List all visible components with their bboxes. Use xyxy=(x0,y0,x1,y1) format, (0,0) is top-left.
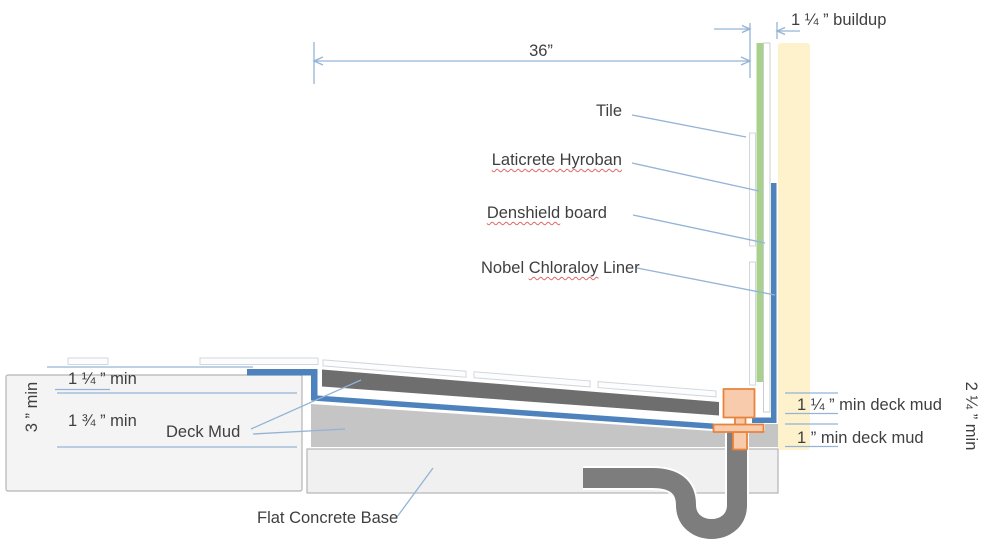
dim-36-label: 36” xyxy=(529,42,553,60)
leader-concrete-base xyxy=(396,467,434,518)
dim-left-top-layer: 1 ¼ ” min xyxy=(68,370,137,388)
floor-tile xyxy=(473,371,591,388)
leader-membrane xyxy=(631,162,760,192)
deck-mud-top-layer xyxy=(322,369,719,416)
floor-tile xyxy=(199,357,319,365)
label-laticrete-hydroban: Laticrete Hyroban xyxy=(480,151,622,169)
label-board-word: board xyxy=(560,204,607,222)
label-liner-word: Liner xyxy=(598,259,640,277)
label-flat-concrete-base: Flat Concrete Base xyxy=(257,509,399,527)
wall-buildup-column xyxy=(778,43,810,450)
concrete-base xyxy=(306,448,779,494)
denshield-board-strip xyxy=(763,42,771,413)
drain-flange xyxy=(712,423,765,433)
dim-36-arrow-left xyxy=(312,56,324,66)
label-tile: Tile xyxy=(596,102,622,120)
dim-buildup-arrow-left xyxy=(741,24,752,34)
leader-board xyxy=(632,214,766,244)
dim-left-bottom-layer: 1 ¾ ” min xyxy=(68,412,137,430)
floor-tile xyxy=(322,359,467,378)
dim-buildup-label: 1 ¼ ” buildup xyxy=(791,11,887,29)
floor-tile xyxy=(597,381,717,398)
floor-tile xyxy=(67,357,109,365)
leader-tile xyxy=(631,114,747,138)
dim-buildup-arrow-right xyxy=(775,26,786,36)
leader-deck-mud-upper xyxy=(250,379,362,430)
dim-right-top-layer: 1 ¼ ” min deck mud xyxy=(797,396,942,414)
leader-deck-mud-lower xyxy=(252,428,346,435)
dim-left-total: 3 ” min xyxy=(23,381,41,433)
chloraloy-liner-wall xyxy=(771,183,777,418)
dimension-lines xyxy=(47,22,838,518)
chloraloy-liner-foot xyxy=(752,417,777,423)
label-chloraloy-liner: Nobel Chloraloy Liner xyxy=(481,259,640,277)
wall-tile xyxy=(749,261,756,386)
label-denshield-board: Denshield board xyxy=(465,204,607,222)
dim-right-total: 2 ¼ ” min xyxy=(962,381,980,451)
p-trap-pipe xyxy=(583,430,747,539)
drain-neck xyxy=(734,416,747,426)
label-nobel-word: Nobel xyxy=(481,259,529,277)
drain-tailpipe xyxy=(732,431,748,451)
label-chloraloy-word: Chloraloy xyxy=(528,259,599,277)
chloraloy-liner-pan xyxy=(247,369,714,429)
label-deck-mud: Deck Mud xyxy=(166,423,241,441)
hydroban-membrane-strip xyxy=(756,43,763,382)
dim-36-arrow-right xyxy=(740,56,752,66)
left-dimension-box xyxy=(5,374,303,492)
drain-clamping-ring xyxy=(722,388,756,419)
dim-right-bottom-layer: 1 ” min deck mud xyxy=(797,429,924,447)
drain-assembly xyxy=(712,388,765,451)
label-laticrete-hydroban-text: Laticrete Hyroban xyxy=(491,151,622,169)
deck-mud-bottom-layer xyxy=(311,404,778,447)
leader-liner xyxy=(636,267,776,296)
label-denshield-word: Denshield xyxy=(486,204,561,222)
